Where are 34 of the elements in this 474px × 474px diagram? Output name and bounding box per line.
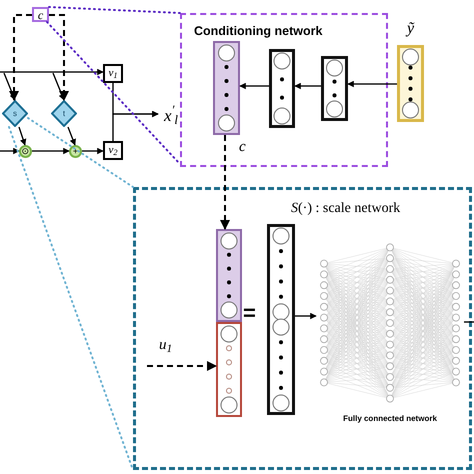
conditioning-network-frame <box>180 13 388 167</box>
arrow <box>32 148 70 154</box>
variable-label: v$_{2}$ <box>108 145 118 156</box>
input-label: ỹ <box>406 21 414 37</box>
network-caption: Fully connected network <box>343 415 437 423</box>
arrow <box>82 148 104 154</box>
zoom-line <box>27 117 134 188</box>
arrow <box>52 72 65 101</box>
arrow <box>9 14 32 101</box>
diamond-label: s <box>13 110 17 118</box>
arrow <box>147 361 217 371</box>
diamond-label: t <box>62 110 66 118</box>
arrow <box>18 126 26 146</box>
operator-symbol: ⊙ <box>22 147 30 156</box>
zoom-line <box>48 6 181 14</box>
arrow <box>67 126 76 146</box>
arrow <box>49 14 69 101</box>
arrow <box>347 80 397 88</box>
variable-label: v$_{1}$ <box>108 68 118 79</box>
arrow <box>0 148 20 154</box>
arrow <box>220 135 230 230</box>
arrow <box>239 82 269 90</box>
zoom-line <box>46 21 181 165</box>
arrow <box>3 72 16 101</box>
scale-network-frame <box>133 187 472 470</box>
arrow <box>295 312 317 320</box>
variable-label: c <box>38 8 44 20</box>
arrow <box>0 68 104 76</box>
frame-title: S(·) : scale network <box>291 201 400 216</box>
frame-title: Conditioning network <box>194 24 322 38</box>
arrow <box>112 110 159 141</box>
equals-sign: = <box>243 302 256 324</box>
operator-symbol: + <box>72 147 78 156</box>
arrow <box>294 82 321 90</box>
